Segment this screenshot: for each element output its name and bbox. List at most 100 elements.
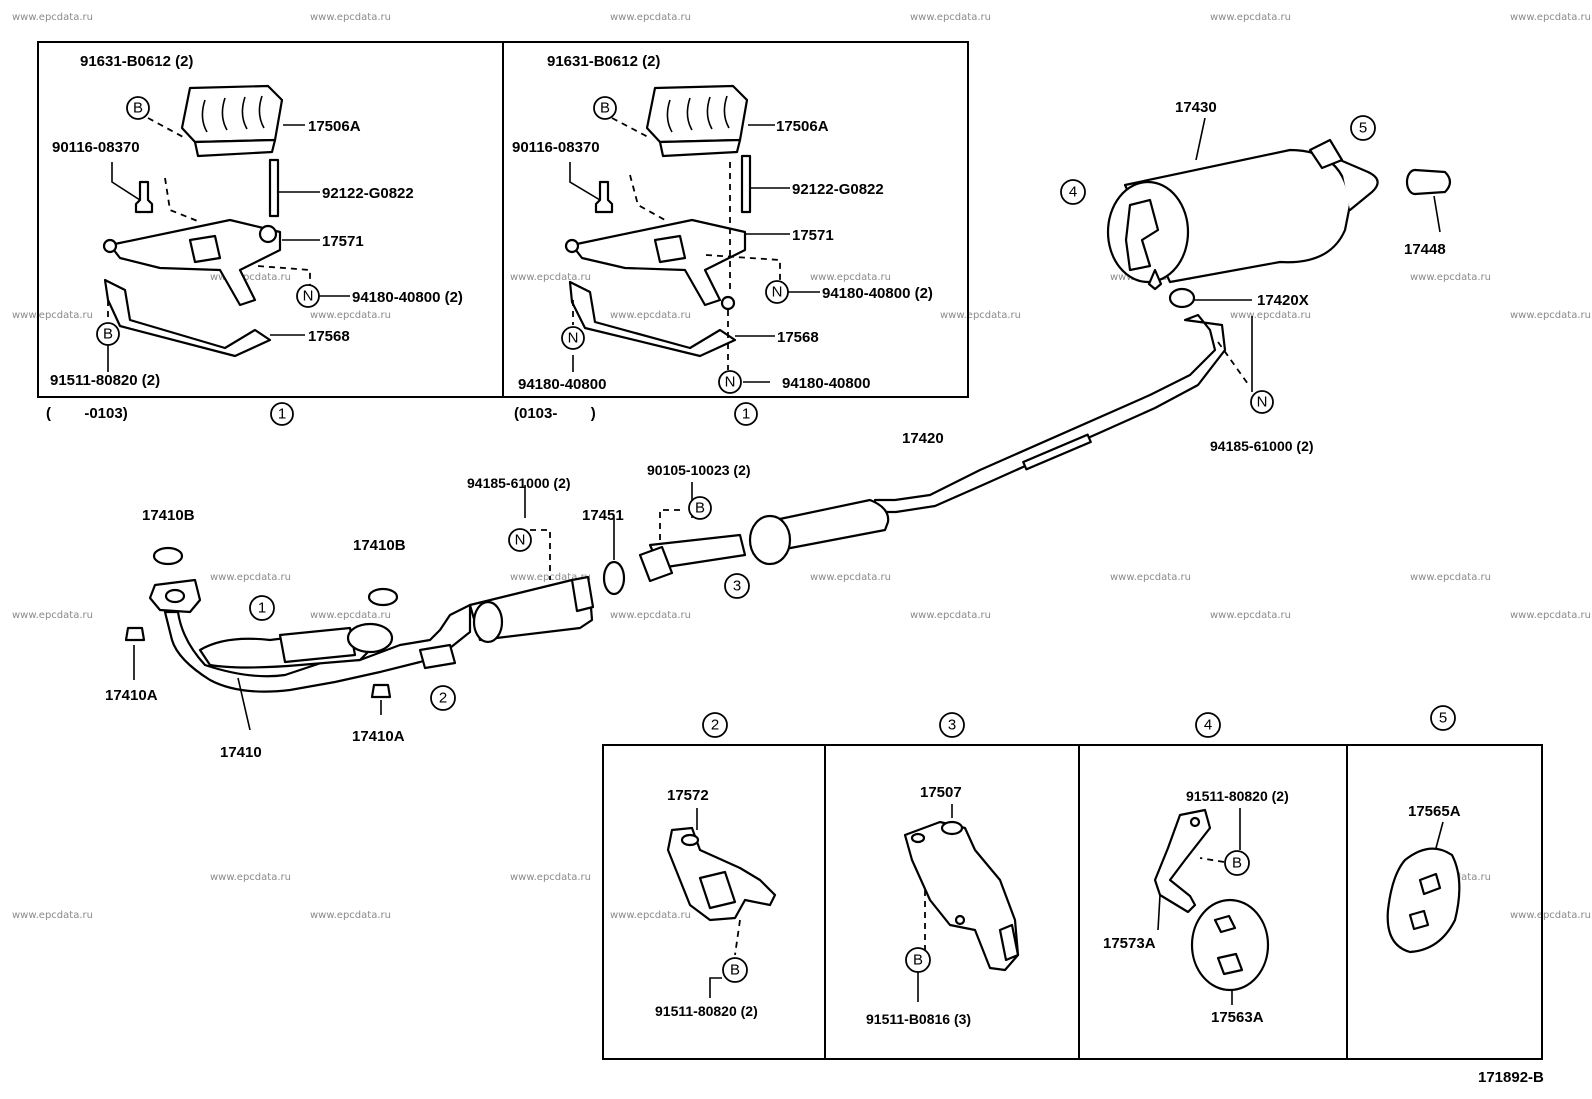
watermark: www.epcdata.ru: [910, 12, 991, 23]
detail-1-left-ref-circle: [270, 402, 294, 426]
detail-3-ref-circle: [939, 712, 965, 738]
part-label: 91631-B0612 (2): [547, 53, 660, 70]
watermark: www.epcdata.ru: [510, 872, 591, 883]
part-label: 94185-61000 (2): [467, 475, 571, 491]
bolt-drawing: [134, 180, 154, 214]
part-label: 17573A: [1103, 935, 1156, 952]
callout-n-letter: N: [1257, 394, 1268, 411]
hanger-17563a-drawing: [1190, 898, 1270, 992]
bracket-17507-drawing: [903, 820, 1020, 972]
detail-4-ref-circle: [1195, 712, 1221, 738]
callout-b-letter: B: [600, 100, 610, 117]
part-label: 91631-B0612 (2): [80, 53, 193, 70]
bracket-17573a-drawing: [1153, 808, 1212, 914]
watermark: www.epcdata.ru: [1230, 310, 1311, 321]
watermark: www.epcdata.ru: [810, 272, 891, 283]
part-label: 17571: [322, 233, 364, 250]
watermark: www.epcdata.ru: [1210, 12, 1291, 23]
part-label: 91511-80820 (2): [50, 372, 160, 389]
bracket-17571-drawing: [102, 218, 282, 307]
leader-lines: [1178, 117, 1441, 392]
detail-5-ref-circle: [1430, 705, 1456, 731]
detail-panels-bottom: 2 17572 B 91511-80820 (2) 3 17507 B 9151…: [602, 705, 1543, 1060]
part-label: 92122-G0822: [322, 185, 414, 202]
gasket-17410b-drawing: [367, 587, 399, 607]
detail-4-ref: 4: [1204, 717, 1212, 734]
watermark: www.epcdata.ru: [910, 610, 991, 621]
detail-5-frame: [1346, 744, 1543, 1060]
callout-2-number: 2: [439, 690, 447, 707]
detail-1-left-panel: B N B 91631-B0612 (2) 17506A 90116-08370…: [37, 41, 504, 398]
watermark: www.epcdata.ru: [1210, 610, 1291, 621]
gasket-17451-drawing: [602, 560, 626, 596]
watermark: www.epcdata.ru: [1410, 572, 1491, 583]
part-label: 17410B: [142, 507, 195, 524]
watermark: www.epcdata.ru: [1510, 910, 1591, 921]
part-label: 92122-G0822: [792, 181, 884, 198]
watermark: www.epcdata.ru: [310, 12, 391, 23]
callout-n: [561, 326, 585, 350]
part-label: 90105-10023 (2): [647, 462, 751, 478]
callout-n: [765, 280, 789, 304]
detail-1-right-panel: B N N N 91631-B0612 (2) 17506A 90116-083…: [502, 41, 969, 398]
callout-n-letter: N: [303, 288, 314, 305]
watermark: www.epcdata.ru: [210, 572, 291, 583]
part-label: 94185-61000 (2): [1210, 438, 1314, 454]
callout-1: [249, 595, 275, 621]
part-label: 17410B: [353, 537, 406, 554]
detail-1-right-ref: 1: [742, 406, 750, 423]
part-label: 90116-08370: [512, 139, 600, 156]
part-label: 94180-40800: [782, 375, 870, 392]
part-label: 17430: [1175, 99, 1217, 116]
watermark: www.epcdata.ru: [810, 572, 891, 583]
heat-insulator-drawing: [180, 84, 284, 158]
part-label: 17420X: [1257, 292, 1309, 309]
callout-1-number: 1: [258, 600, 266, 617]
callout-n-letter: N: [725, 374, 736, 391]
leader-lines: [133, 482, 693, 731]
callout-n-letter: N: [772, 284, 783, 301]
watermark: www.epcdata.ru: [940, 310, 1021, 321]
callout-n: [296, 284, 320, 308]
part-label: 94180-40800 (2): [822, 285, 933, 302]
detail-2-ref-circle: [702, 712, 728, 738]
part-label: 17451: [582, 507, 624, 524]
callout-b-letter: B: [1232, 855, 1242, 872]
callout-n: [1250, 390, 1274, 414]
part-label: 17568: [777, 329, 819, 346]
watermark: www.epcdata.ru: [1410, 272, 1491, 283]
part-label: 90116-08370: [52, 139, 140, 156]
callout-b: [722, 957, 748, 983]
part-label: 17506A: [776, 118, 829, 135]
part-label: 94180-40800 (2): [352, 289, 463, 306]
callout-2: [430, 685, 456, 711]
leader-dashes: [530, 341, 1249, 580]
detail-1-left-range: ( -0103): [46, 405, 128, 422]
part-label: 91511-80820 (2): [1186, 788, 1289, 804]
gasket-17420x-drawing: [1168, 287, 1196, 309]
callout-b-letter: B: [913, 952, 923, 969]
callout-b-letter: B: [103, 326, 113, 343]
callout-3-number: 3: [733, 578, 741, 595]
detail-2-ref: 2: [711, 717, 719, 734]
watermark: www.epcdata.ru: [510, 272, 591, 283]
tail-muffler-drawing: [1106, 138, 1379, 291]
part-label: 17572: [667, 787, 709, 804]
callout-b: [96, 322, 120, 346]
part-label: 17507: [920, 784, 962, 801]
callout-n: [508, 528, 532, 552]
part-label: 17571: [792, 227, 834, 244]
watermark: www.epcdata.ru: [1510, 12, 1591, 23]
part-label: 17563A: [1211, 1009, 1264, 1026]
callout-4: [1060, 179, 1086, 205]
watermark: www.epcdata.ru: [12, 310, 93, 321]
watermark: www.epcdata.ru: [610, 310, 691, 321]
callout-3: [724, 573, 750, 599]
tail-tip-drawing: [1405, 168, 1452, 196]
bracket-17571-drawing: [564, 218, 747, 311]
drawing-number: 171892-B: [1478, 1069, 1544, 1086]
watermark: www.epcdata.ru: [12, 910, 93, 921]
watermark: www.epcdata.ru: [210, 872, 291, 883]
detail-1-right-frame: [502, 41, 969, 398]
